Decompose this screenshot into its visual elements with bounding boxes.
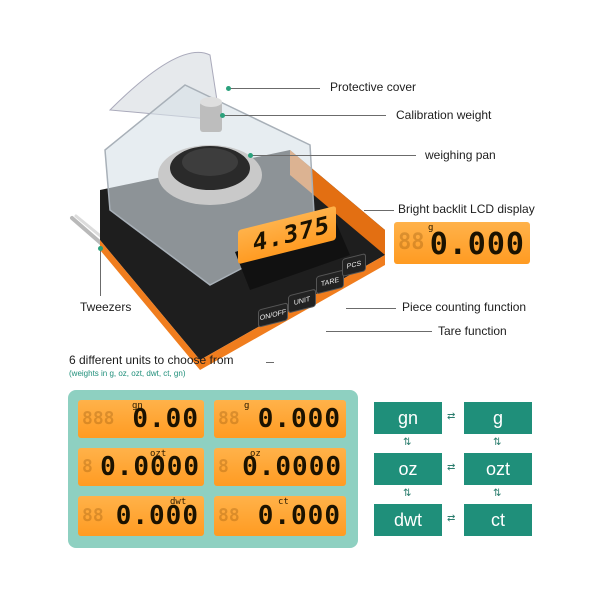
unit-display-g: g 88 0.000 — [214, 400, 346, 438]
leader-line — [228, 88, 320, 89]
leader-line — [346, 308, 396, 309]
unit-display-ghost: 888 — [82, 408, 115, 429]
callout-piece-counting: Piece counting function — [402, 300, 527, 314]
units-subheading: (weights in g, oz, ozt, dwt, ct, gn) — [69, 369, 186, 378]
unit-display-ghost: 8 — [82, 456, 93, 477]
leader-line — [364, 210, 394, 211]
big-lcd-unit: g — [428, 223, 434, 233]
callout-lcd-display: Bright backlit LCD display — [398, 202, 535, 216]
unit-tile-ct: ct — [464, 504, 532, 536]
unit-tile-ozt: ozt — [464, 453, 532, 485]
leader-line — [266, 362, 274, 363]
unit-display-ozt: ozt 8 0.0000 — [78, 448, 204, 486]
displays-panel: gn 888 0.00 g 88 0.000 ozt 8 0.0000 oz 8… — [68, 390, 358, 548]
unit-display-value: 0.000 — [115, 501, 199, 531]
swap-horizontal-icon: ⇄ — [447, 462, 456, 473]
swap-horizontal-icon: ⇄ — [447, 513, 456, 524]
unit-display-gn: gn 888 0.00 — [78, 400, 204, 438]
callout-tare-function: Tare function — [438, 324, 507, 338]
leader-line — [222, 115, 386, 116]
callout-weighing-pan: weighing pan — [425, 148, 496, 162]
unit-tile-g: g — [464, 402, 532, 434]
unit-display-ct: ct 88 0.000 — [214, 496, 346, 536]
unit-display-label: dwt — [170, 497, 187, 507]
swap-vertical-icon: ⇅ — [493, 437, 502, 448]
callout-tweezers: Tweezers — [80, 300, 132, 314]
leader-line — [326, 331, 432, 332]
swap-vertical-icon: ⇅ — [403, 488, 412, 499]
callout-calibration-weight: Calibration weight — [396, 108, 492, 122]
unit-display-ghost: 8 — [218, 456, 229, 477]
unit-display-dwt: dwt 88 0.000 — [78, 496, 204, 536]
unit-tile-gn: gn — [374, 402, 442, 434]
leader-line — [100, 248, 101, 296]
callout-protective-cover: Protective cover — [330, 80, 417, 94]
calibration-weight — [200, 97, 222, 132]
unit-display-value: 0.00 — [132, 404, 199, 434]
leader-dot — [220, 113, 225, 118]
unit-display-label: ct — [278, 497, 289, 507]
big-lcd-display: g 88 0.000 — [394, 222, 530, 264]
unit-display-label: oz — [250, 449, 261, 459]
unit-display-value: 0.000 — [257, 404, 341, 434]
unit-display-oz: oz 8 0.0000 — [214, 448, 346, 486]
unit-tile-oz: oz — [374, 453, 442, 485]
units-heading: 6 different units to choose from — [69, 353, 234, 367]
unit-display-label: g — [244, 401, 250, 411]
swap-vertical-icon: ⇅ — [403, 437, 412, 448]
big-lcd-ghost: 88 — [398, 230, 425, 255]
leader-dot — [248, 153, 253, 158]
swap-vertical-icon: ⇅ — [493, 488, 502, 499]
swap-horizontal-icon: ⇄ — [447, 411, 456, 422]
unit-tile-dwt: dwt — [374, 504, 442, 536]
unit-display-value: 0.000 — [257, 501, 341, 531]
unit-display-value: 0.0000 — [242, 452, 342, 482]
weighing-pan — [158, 145, 262, 205]
unit-display-ghost: 88 — [218, 505, 240, 526]
unit-display-label: ozt — [150, 449, 167, 459]
leader-dot — [98, 246, 103, 251]
leader-line — [250, 155, 416, 156]
unit-display-label: gn — [132, 401, 143, 411]
big-lcd-value: 0.000 — [429, 227, 525, 262]
unit-display-ghost: 88 — [82, 505, 104, 526]
unit-display-value: 0.0000 — [100, 452, 200, 482]
leader-dot — [226, 86, 231, 91]
unit-display-ghost: 88 — [218, 408, 240, 429]
